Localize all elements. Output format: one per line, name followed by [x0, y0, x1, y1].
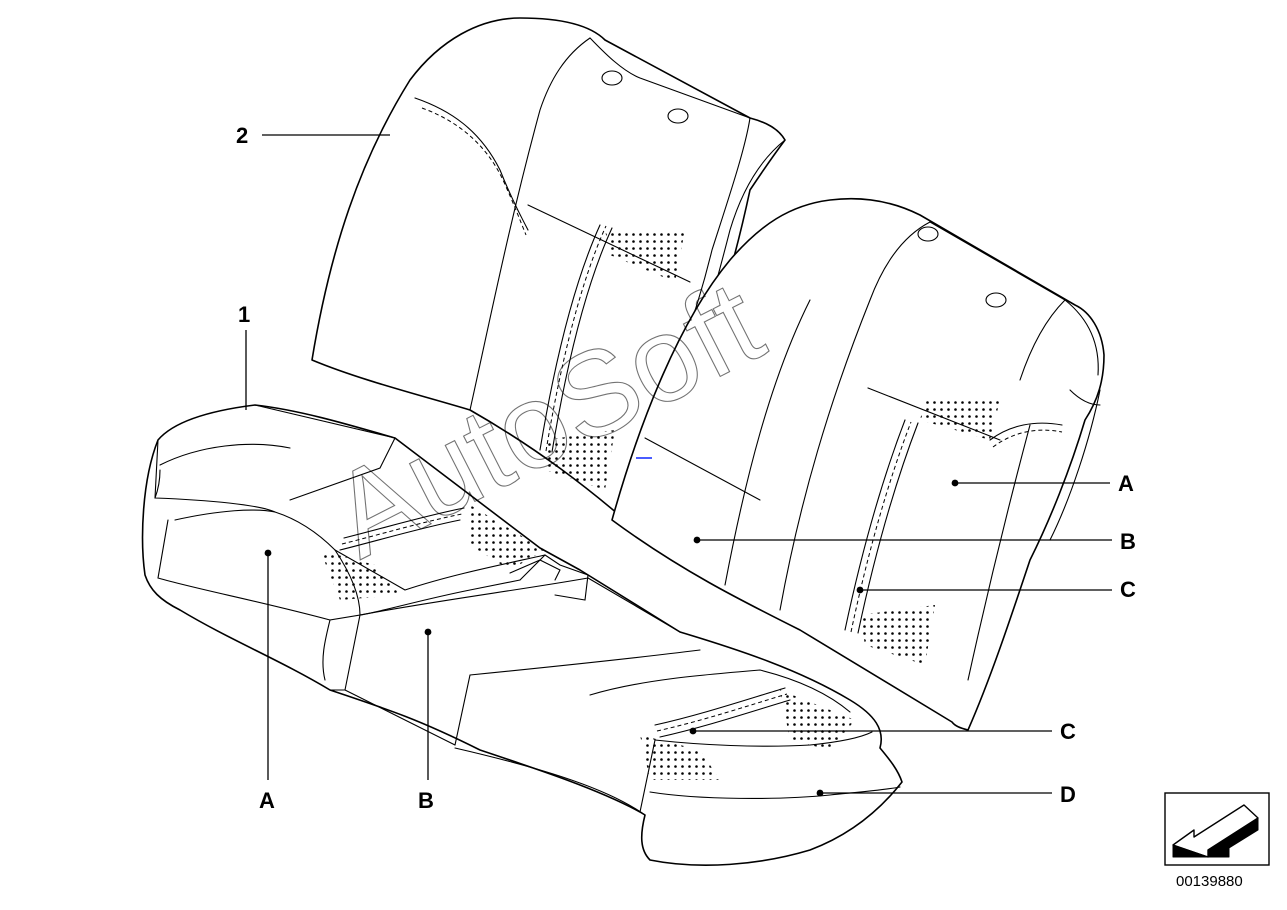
callout-c-seat: C: [1060, 719, 1076, 744]
callout-1: 1: [238, 302, 250, 327]
leader-lines: [245, 134, 1112, 797]
callout-labels: 2 1 A B C C D A B: [236, 123, 1136, 813]
callout-d-seat: D: [1060, 782, 1076, 807]
seat-cushion: [141, 404, 903, 866]
callout-a-backrest: A: [1118, 471, 1134, 496]
callout-2: 2: [236, 123, 248, 148]
right-backrest: [611, 197, 1105, 731]
callout-a-seat: A: [259, 788, 275, 813]
callout-b-seat: B: [418, 788, 434, 813]
callout-b-backrest: B: [1120, 529, 1136, 554]
diagram-code: 00139880: [1176, 873, 1243, 890]
callout-c-backrest: C: [1120, 577, 1136, 602]
view-direction-arrow-icon: [1164, 792, 1270, 866]
